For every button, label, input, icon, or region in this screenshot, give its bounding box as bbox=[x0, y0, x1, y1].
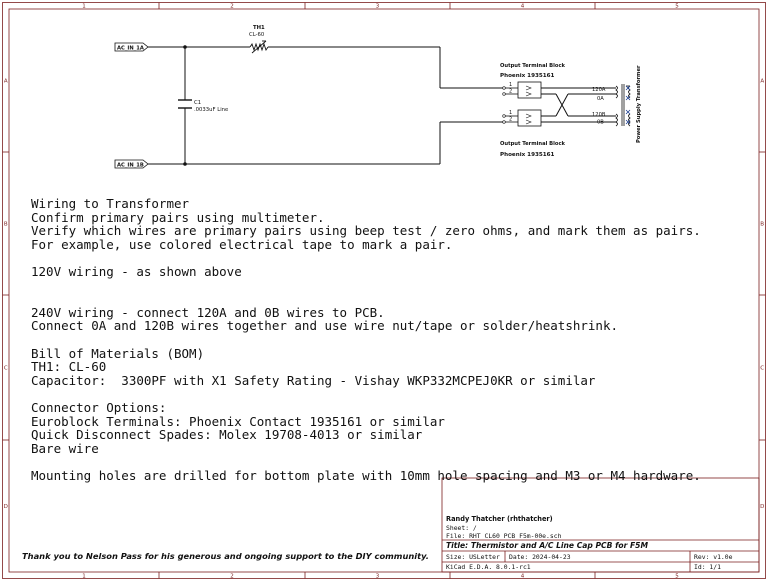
row-label: C bbox=[4, 366, 8, 372]
ac-in-b-text: AC_IN_1B bbox=[117, 163, 144, 169]
note-line: 240V wiring - connect 120A and 0B wires … bbox=[31, 304, 385, 320]
note-line: Capacitor: 3300PF with X1 Safety Rating … bbox=[31, 372, 596, 388]
title-block-id: Id: 1/1 bbox=[694, 563, 721, 571]
note-line: Wiring to Transformer bbox=[31, 196, 190, 211]
tb-bottom-label: Output Terminal Block bbox=[500, 141, 566, 147]
wire-0b-label: 0B bbox=[597, 120, 604, 126]
ac-in-b-label: AC_IN_1B bbox=[114, 159, 149, 169]
note-line bbox=[31, 455, 701, 469]
note-line bbox=[31, 279, 701, 293]
tb-top-part: Phoenix 1935161 bbox=[500, 73, 555, 79]
ac-in-a-label: AC_IN_1A bbox=[114, 42, 149, 52]
note-line: Verify which wires are primary pairs usi… bbox=[31, 223, 701, 239]
column-label: 1 bbox=[82, 574, 86, 580]
th1-value: CL-60 bbox=[249, 32, 265, 38]
ac-in-a-text: AC_IN_1A bbox=[117, 46, 144, 52]
column-label: 5 bbox=[675, 574, 679, 580]
row-label: B bbox=[760, 222, 764, 228]
terminal-block-top: 1 2 bbox=[502, 81, 542, 99]
title-block-title: Title: Thermistor and A/C Line Cap PCB f… bbox=[446, 541, 649, 550]
junction-dots bbox=[183, 45, 187, 166]
wires bbox=[148, 46, 616, 165]
note-line: Connector Options: bbox=[31, 399, 167, 415]
row-label: A bbox=[760, 79, 764, 85]
row-label: A bbox=[4, 79, 8, 85]
title-block-date: Date: 2024-04-23 bbox=[509, 553, 571, 561]
c1-value: .0033uF Line bbox=[194, 107, 228, 113]
column-label: 3 bbox=[376, 574, 380, 580]
no-connect-markers bbox=[625, 85, 631, 125]
note-line bbox=[31, 333, 701, 347]
title-block-size: Size: USLetter bbox=[446, 553, 500, 561]
note-line bbox=[31, 251, 701, 265]
transformer-label: Power Supply Transformer bbox=[636, 65, 642, 143]
note-line: Mounting holes are drilled for bottom pl… bbox=[31, 467, 701, 483]
row-label: D bbox=[4, 504, 8, 510]
capacitor-c1 bbox=[178, 99, 192, 109]
note-line: 120V wiring - as shown above bbox=[31, 263, 242, 279]
column-label: 1 bbox=[82, 4, 86, 10]
note-line: Confirm primary pairs using multimeter. bbox=[31, 209, 325, 225]
wire-0a-label: 0A bbox=[597, 96, 604, 102]
column-label: 5 bbox=[675, 4, 679, 10]
thanks-note: Thank you to Nelson Pass for his generou… bbox=[22, 551, 429, 561]
column-label: 2 bbox=[230, 574, 234, 580]
title-block-author: Randy Thatcher (rhthatcher) bbox=[446, 515, 553, 523]
terminal-block-bottom: 1 2 bbox=[502, 109, 542, 127]
column-label: 2 bbox=[230, 4, 234, 10]
note-line: Bare wire bbox=[31, 440, 99, 456]
tb-bottom-pin-2: 2 bbox=[509, 117, 512, 123]
note-line bbox=[31, 387, 701, 401]
column-ticks bbox=[158, 2, 596, 579]
note-line: Euroblock Terminals: Phoenix Contact 193… bbox=[31, 413, 445, 429]
tb-bottom-part: Phoenix 1935161 bbox=[500, 152, 555, 158]
column-label: 4 bbox=[521, 574, 525, 580]
c1-ref: C1 bbox=[194, 100, 201, 106]
note-line: Connect 0A and 120B wires together and u… bbox=[31, 318, 618, 334]
title-block-sheet: Sheet: / bbox=[446, 524, 477, 532]
transformer-symbol bbox=[615, 84, 631, 127]
tb-top-label: Output Terminal Block bbox=[500, 63, 566, 69]
column-label: 3 bbox=[376, 4, 380, 10]
title-block-tool: KiCad E.D.A. 8.0.1-rc1 bbox=[446, 563, 531, 571]
row-label: D bbox=[760, 504, 764, 510]
note-line bbox=[31, 292, 701, 306]
tb-bottom-pin-1: 1 bbox=[509, 110, 512, 116]
tb-top-pin-2: 2 bbox=[509, 89, 512, 95]
thermistor-th1 bbox=[249, 40, 269, 54]
note-line: Quick Disconnect Spades: Molex 19708-401… bbox=[31, 427, 423, 443]
row-label: C bbox=[760, 366, 764, 372]
wire-120b-label: 120B bbox=[592, 112, 606, 118]
column-label: 4 bbox=[521, 4, 525, 10]
title-block-file: File: RHT CL60 PCB F5m-00e.sch bbox=[446, 532, 562, 540]
row-ticks bbox=[2, 151, 766, 441]
note-line: Bill of Materials (BOM) bbox=[31, 345, 205, 361]
note-line: For example, use colored electrical tape… bbox=[31, 236, 453, 252]
tb-top-pin-1: 1 bbox=[509, 82, 512, 88]
note-line: TH1: CL-60 bbox=[31, 359, 107, 375]
title-block-rev: Rev: v1.0e bbox=[694, 553, 733, 561]
th1-ref: TH1 bbox=[253, 25, 265, 31]
title-block-frame bbox=[441, 477, 760, 573]
wire-120a-label: 120A bbox=[592, 87, 606, 93]
row-label: B bbox=[4, 222, 8, 228]
